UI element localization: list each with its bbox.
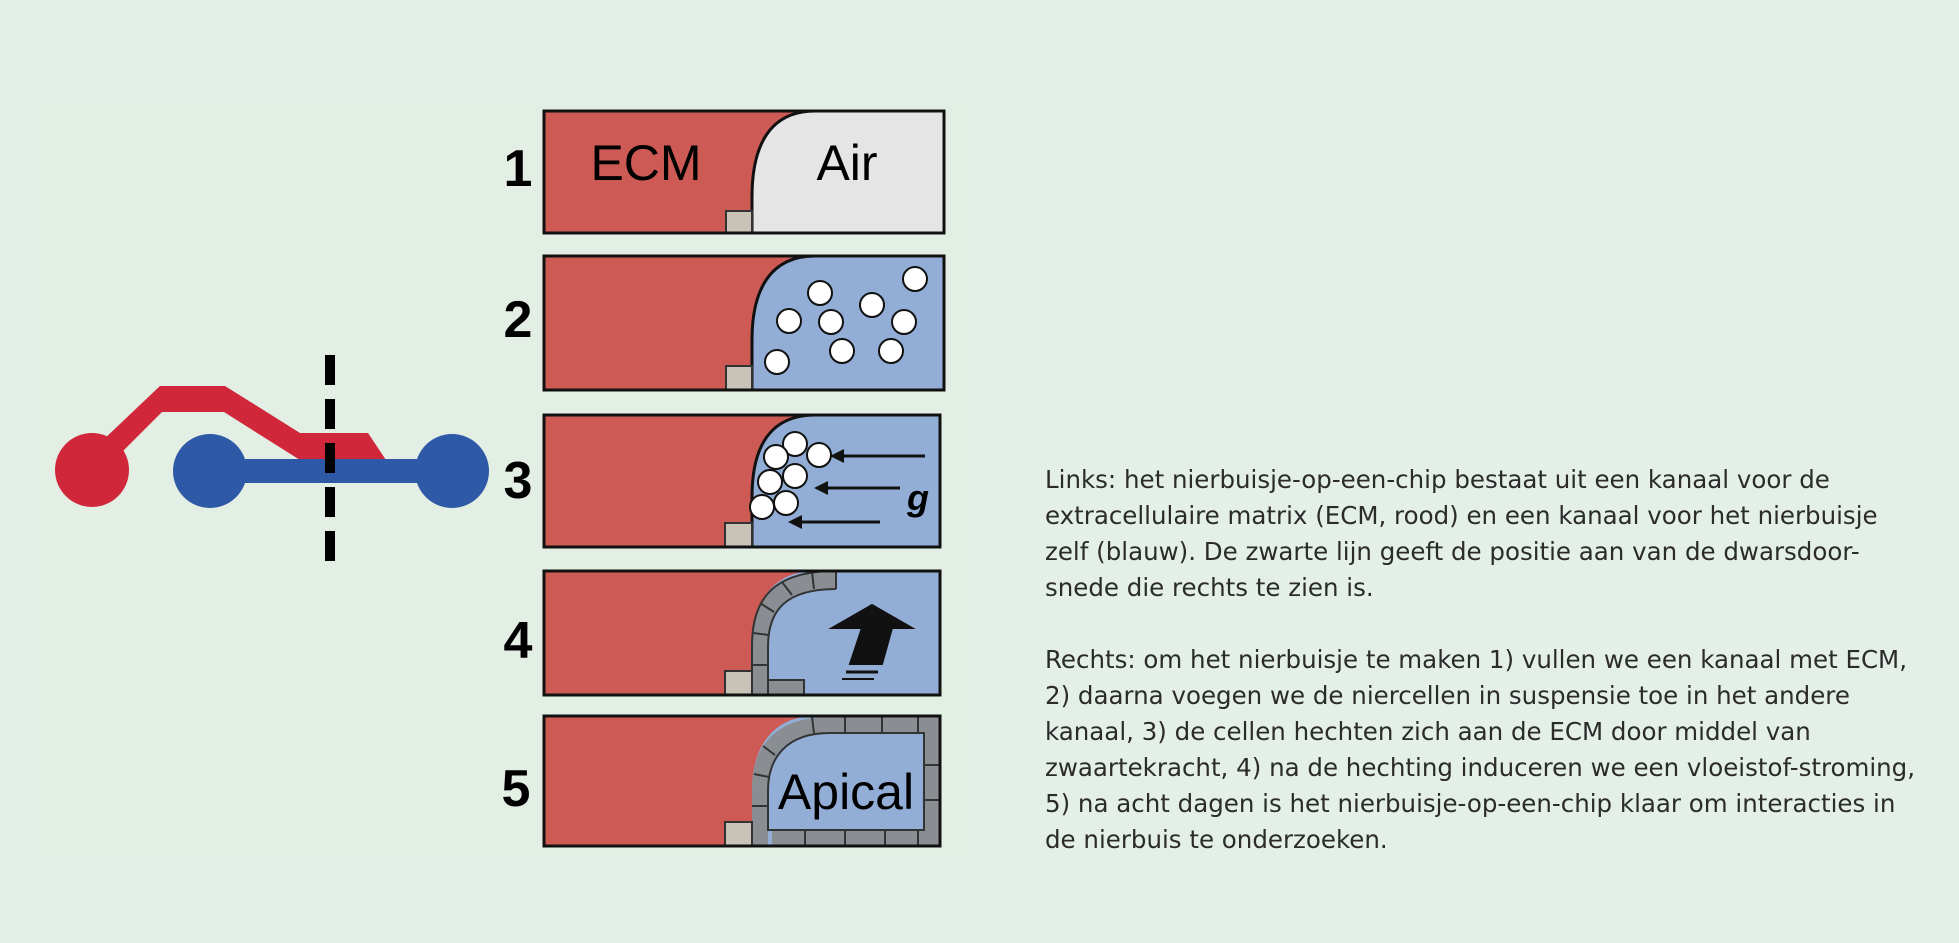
cell	[859, 292, 885, 318]
tubule-wall	[752, 717, 940, 846]
step-number: 3	[504, 452, 533, 510]
spacer-block	[724, 821, 753, 847]
cell	[776, 308, 802, 334]
tubule-outlet-port	[415, 434, 489, 508]
apical-label: Apical	[778, 764, 914, 820]
step-4-cross-section: 4	[504, 569, 942, 697]
interface-curve	[750, 109, 816, 233]
caption-left-text: Links: het nierbuisje-op-een-chip bestaa…	[1045, 465, 1878, 602]
cell	[902, 266, 928, 292]
attaching-cells	[749, 431, 832, 520]
gravity-arrows	[788, 449, 925, 529]
ecm-inlet-port	[55, 433, 129, 507]
caption: Links: het nierbuisje-op-een-chip bestaa…	[1045, 462, 1925, 858]
step-number: 5	[502, 760, 531, 818]
cell	[807, 280, 833, 306]
cell	[757, 469, 783, 495]
cell	[878, 338, 904, 364]
step-number: 2	[504, 291, 533, 349]
cell	[763, 444, 789, 470]
channel-outline	[542, 109, 946, 235]
step-1-cross-section: 1 ECM Air	[504, 109, 946, 235]
interface-curve	[750, 413, 816, 547]
channel-outline	[542, 569, 942, 697]
arrowhead	[814, 481, 828, 495]
cell	[764, 349, 790, 375]
chip-top-view	[55, 355, 489, 565]
spacer-block	[724, 522, 753, 548]
bottom-cell	[767, 679, 805, 696]
ecm-channel	[84, 386, 386, 470]
channel-outline	[542, 714, 942, 848]
cell	[749, 494, 775, 520]
channel-outline	[542, 413, 942, 549]
cell	[829, 338, 855, 364]
air-region	[752, 111, 944, 233]
cell	[818, 309, 844, 335]
caption-right-text: Rechts: om het nierbuisje te maken 1) vu…	[1045, 645, 1916, 854]
cell	[891, 309, 917, 335]
tubule-inlet-port	[173, 434, 247, 508]
cell	[782, 463, 808, 489]
spacer-block	[725, 210, 753, 234]
cell	[782, 431, 808, 457]
spacer-block	[725, 365, 753, 391]
ecm-label: ECM	[590, 135, 701, 191]
cell-borders	[752, 571, 837, 666]
step-number: 4	[504, 612, 533, 670]
gravity-label: g	[906, 477, 929, 518]
cell	[773, 490, 799, 516]
spacer-block	[724, 670, 753, 696]
step-5-cross-section: Apical 5	[502, 714, 942, 848]
medium-region	[752, 571, 940, 695]
channel-outline	[542, 254, 946, 392]
arrowhead	[788, 515, 802, 529]
tubule-lumen-region	[752, 716, 940, 846]
up-arrow-icon	[828, 603, 916, 680]
step-3-cross-section: g 3	[504, 413, 942, 549]
step-number: 1	[504, 140, 533, 198]
cell-borders	[752, 716, 940, 846]
suspended-cells	[764, 266, 928, 375]
interface-curve	[750, 254, 816, 390]
step-2-cross-section: 2	[504, 254, 946, 392]
cell-monolayer	[752, 572, 837, 695]
cell	[806, 442, 832, 468]
arrowhead	[830, 449, 844, 463]
air-label: Air	[816, 135, 877, 191]
